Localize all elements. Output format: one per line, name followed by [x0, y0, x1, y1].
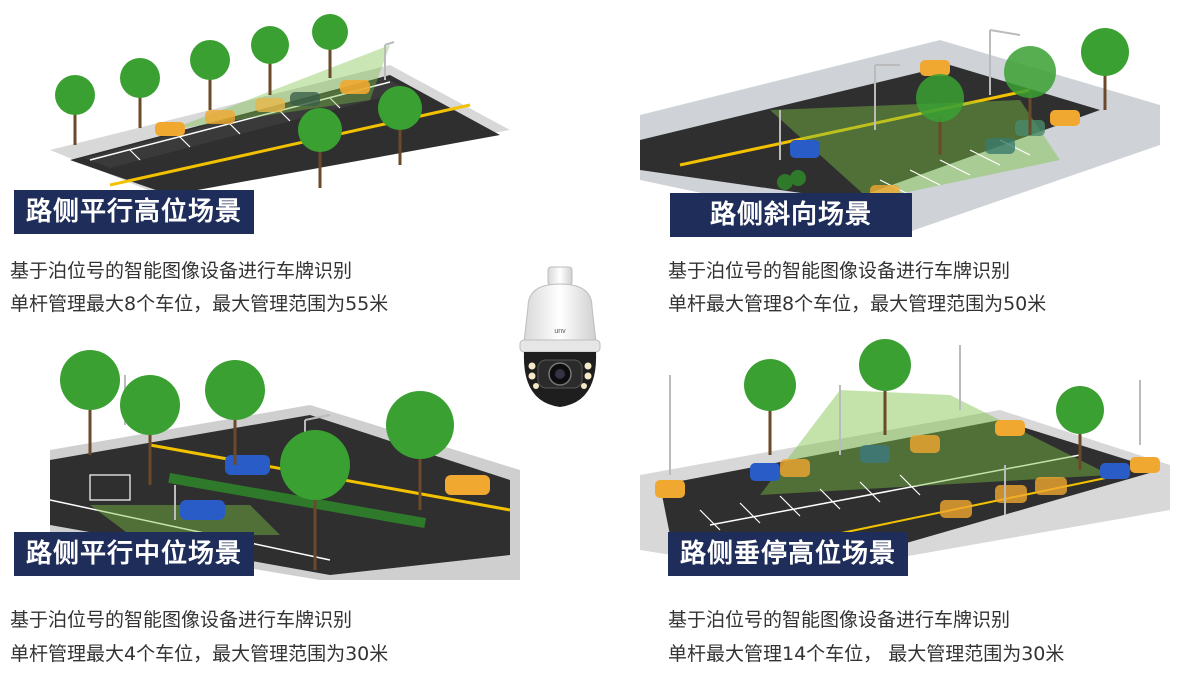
scene-angled-illustration [640, 28, 1160, 235]
scene-description-line1: 基于泊位号的智能图像设备进行车牌识别 [668, 260, 1011, 282]
scene-description-line1: 基于泊位号的智能图像设备进行车牌识别 [10, 260, 353, 282]
scene-title: 路侧垂停高位场景 [668, 532, 909, 576]
street-lamp-icon [779, 29, 1021, 160]
scene-description-line1: 基于泊位号的智能图像设备进行车牌识别 [10, 609, 353, 631]
street-lamp-icon [669, 345, 1141, 515]
scene-description-line2: 单杆最大管理14个车位， 最大管理范围为30米 [668, 643, 1065, 665]
tree-icon [744, 339, 1104, 470]
camera-brand-label: unv [554, 328, 566, 335]
car-icon [155, 80, 370, 136]
scene-angled [640, 10, 1160, 235]
ptz-camera-icon: unv [510, 262, 610, 412]
car-icon [180, 455, 490, 520]
scene-title: 路侧平行中位场景 [14, 532, 255, 576]
car-icon [655, 420, 1160, 518]
scene-parallel-high-illustration [50, 14, 510, 190]
tree-icon [777, 28, 1129, 190]
tree-icon [60, 350, 454, 570]
scene-title: 路侧斜向场景 [670, 193, 913, 237]
scene-description-line2: 单杆管理最大4个车位，最大管理范围为30米 [10, 643, 389, 665]
scene-description-line1: 基于泊位号的智能图像设备进行车牌识别 [668, 609, 1011, 631]
scene-description-line2: 单杆最大管理8个车位，最大管理范围为50米 [668, 293, 1047, 315]
street-lamp-icon [384, 41, 395, 80]
scene-parallel-high [30, 10, 550, 190]
tree-icon [55, 14, 422, 188]
scene-description-line2: 单杆管理最大8个车位，最大管理范围为55米 [10, 293, 389, 315]
scene-title: 路侧平行高位场景 [14, 190, 255, 234]
